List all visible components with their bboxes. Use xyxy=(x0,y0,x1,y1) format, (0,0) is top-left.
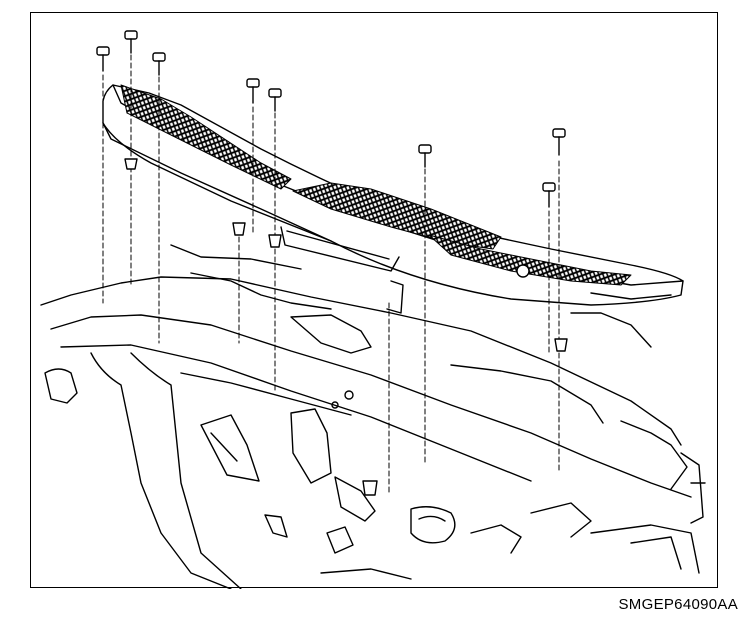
screw-icon xyxy=(246,78,260,104)
grille-vent-slots-right xyxy=(428,234,632,286)
figure-code: SMGEP64090AA xyxy=(618,596,738,613)
clip-icon xyxy=(232,222,246,236)
grille-vent-slots-center xyxy=(292,182,502,250)
screw-icon xyxy=(542,182,556,208)
fastener-centerlines xyxy=(102,54,560,494)
cowl-grille-illustration xyxy=(40,30,706,589)
cowl-panel xyxy=(40,244,692,498)
retainer-clips xyxy=(124,158,568,496)
firewall-structure xyxy=(44,352,706,589)
grille-vent-slots-left xyxy=(120,84,292,190)
screw-icon xyxy=(552,128,566,156)
screw-icon xyxy=(418,144,432,168)
cowl-vent-grille xyxy=(102,84,684,306)
screw-icon xyxy=(96,46,110,72)
screw-icon xyxy=(124,30,138,54)
screw-icon xyxy=(152,52,166,76)
diagram-frame xyxy=(30,12,718,589)
clip-icon xyxy=(124,158,138,170)
clip-icon xyxy=(554,338,568,352)
clip-icon xyxy=(268,234,282,248)
retaining-screws xyxy=(96,30,566,208)
clip-icon xyxy=(362,480,378,496)
screw-icon xyxy=(268,88,282,112)
